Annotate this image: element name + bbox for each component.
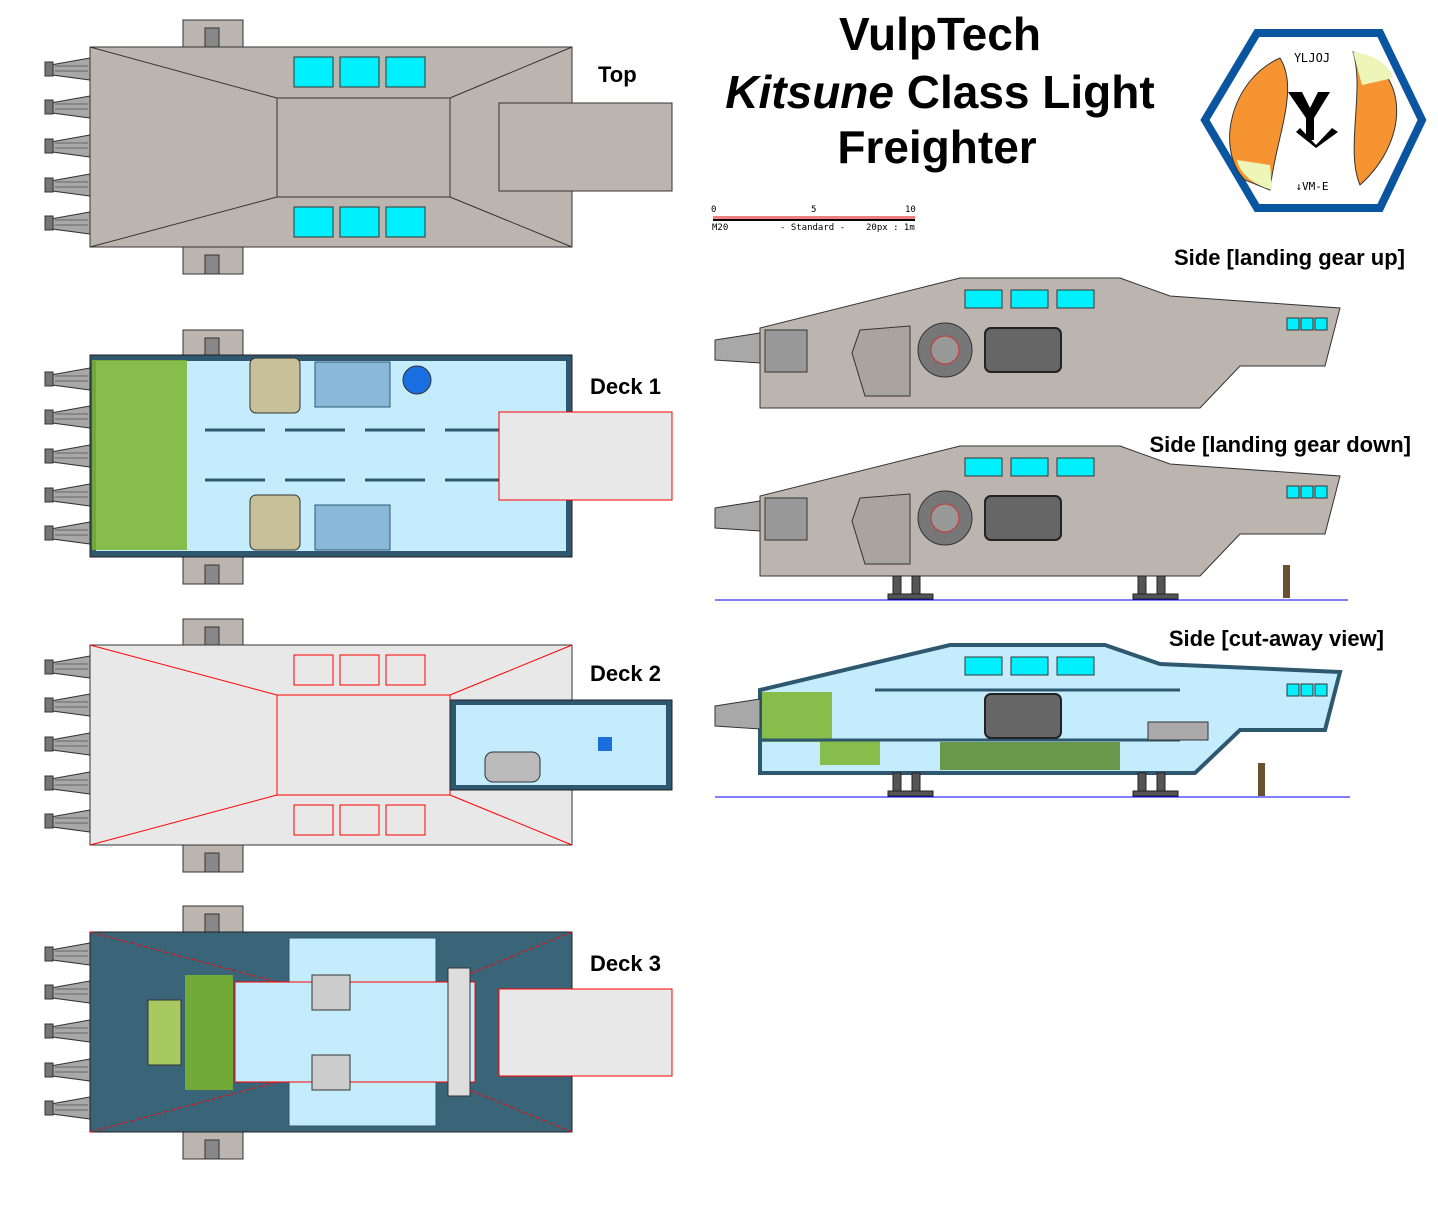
svg-text:Kitsune Class Light: Kitsune Class Light bbox=[725, 66, 1154, 118]
logo-top-text: ΥԼЈОЈ bbox=[1294, 51, 1330, 65]
deck1-view: Deck 1 bbox=[45, 329, 673, 585]
side-gear-up-view: Side [landing gear up] bbox=[714, 245, 1405, 409]
title-line1: VulpTech bbox=[839, 8, 1041, 60]
svg-text:20px : 1m: 20px : 1m bbox=[866, 223, 915, 233]
title-line3: Freighter bbox=[837, 121, 1036, 173]
svg-text:10: 10 bbox=[905, 205, 916, 215]
title-line2: Class Light bbox=[907, 66, 1155, 118]
svg-text:M20: M20 bbox=[712, 223, 728, 233]
vulptech-logo: ΥԼЈОЈ ↓VΜ-Ε bbox=[1200, 29, 1427, 212]
title-block: VulpTech Kitsune Class Light Freighter bbox=[725, 8, 1154, 173]
top-view: Top bbox=[45, 19, 673, 275]
side-gear-down-view: Side [landing gear down] bbox=[714, 432, 1411, 601]
svg-text:- Standard -: - Standard - bbox=[780, 223, 845, 233]
label-side-up: Side [landing gear up] bbox=[1174, 245, 1405, 270]
logo-bottom-text: ↓VΜ-Ε bbox=[1295, 180, 1328, 193]
label-deck1: Deck 1 bbox=[590, 374, 661, 399]
deck3-view: Deck 3 bbox=[45, 905, 673, 1160]
label-side-cutaway: Side [cut-away view] bbox=[1169, 626, 1384, 651]
svg-text:0: 0 bbox=[711, 205, 716, 215]
deck2-view: Deck 2 bbox=[45, 618, 673, 873]
scale-bar: 0 5 10 M20 - Standard - 20px : 1m bbox=[711, 205, 916, 233]
title-kitsune: Kitsune bbox=[725, 66, 894, 118]
label-deck2: Deck 2 bbox=[590, 661, 661, 686]
label-side-down: Side [landing gear down] bbox=[1149, 432, 1411, 457]
label-top: Top bbox=[598, 62, 637, 87]
svg-text:5: 5 bbox=[811, 205, 816, 215]
label-deck3: Deck 3 bbox=[590, 951, 661, 976]
side-cutaway-view: Side [cut-away view] bbox=[714, 626, 1384, 798]
